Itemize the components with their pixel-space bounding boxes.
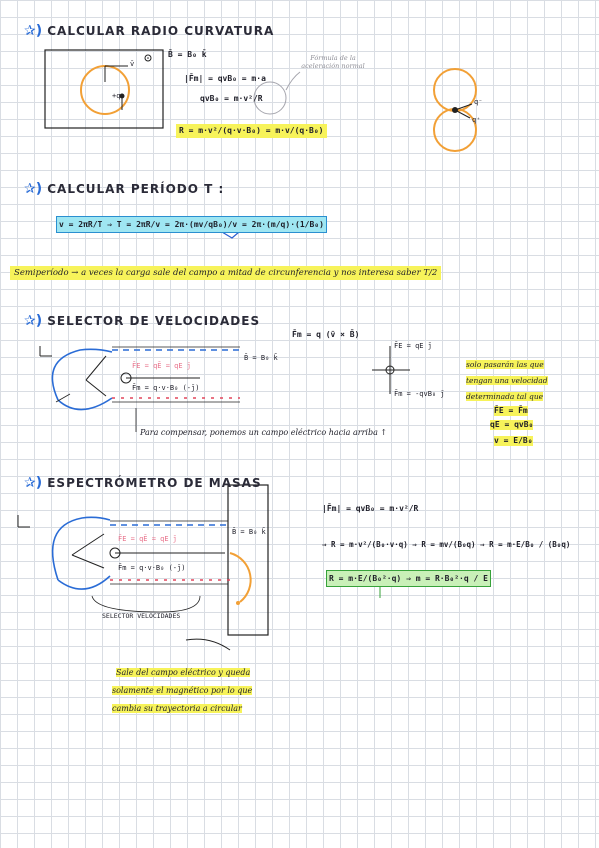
selector-note-1: solo pasarán las que (466, 360, 544, 369)
section-title: CALCULAR PERÍODO T : (47, 182, 225, 196)
star-icon: ✰) (24, 313, 43, 329)
source-outline-bottom-2 (57, 575, 111, 590)
note-pointer (285, 71, 301, 91)
fm-label-2: F̄m = q·v·B₀ (-j̄) (118, 564, 186, 572)
note-bubble (253, 81, 287, 115)
radius-result: R = m·v²/(q·v·B₀) = m·v/(q·B₀) (176, 124, 327, 138)
compensate-note: Para compensar, ponemos un campo eléctri… (140, 428, 388, 437)
section-title: SELECTOR DE VELOCIDADES (47, 314, 261, 328)
star-icon: ✰) (24, 23, 43, 39)
source-outline-top-2 (51, 516, 111, 581)
field-box-1 (44, 49, 164, 129)
semiperiod-note: Semiperíodo → a veces la carga sale del … (10, 266, 442, 280)
section-header-radius: ✰) CALCULAR RADIO CURVATURA (24, 20, 274, 39)
b-field-label-3: B̄ = B₀ k̄ (232, 528, 266, 536)
exit-note-1: Sale del campo eléctrico y queda (116, 668, 251, 677)
selector-label: SELECTOR VELOCIDADES (102, 612, 181, 620)
centripetal-eq: qvB₀ = m·v²/R (200, 94, 263, 103)
impact-mark (236, 601, 240, 605)
selector-note-2: tengan una velocidad (466, 376, 548, 385)
selector-note-6: v = E/B₀ (494, 436, 533, 446)
selector-note-3: determinada tal que (466, 392, 544, 401)
star-icon: ✰) (24, 181, 43, 197)
source-beam-2 (71, 533, 105, 569)
charge-origin (385, 365, 395, 375)
section-header-selector: ✰) SELECTOR DE VELOCIDADES (24, 310, 260, 329)
section-title: CALCULAR RADIO CURVATURA (47, 24, 275, 38)
velocity-label: v̄ (130, 60, 135, 68)
exit-note-2: solamente el magnético por lo que (112, 686, 253, 695)
magnetic-force-eq-2: |F̄m| = qvB₀ = m·v²/R (322, 504, 419, 513)
positive-charge-label: q⁺ (472, 116, 481, 124)
exit-arrow (185, 638, 231, 651)
source-outline-bottom (57, 397, 113, 411)
section-header-spectrometer: ✰) ESPECTRÓMETRO DE MASAS (24, 472, 262, 491)
selector-brace (91, 595, 201, 613)
magnetic-chamber (227, 484, 269, 636)
magnetic-force-label: F̄m = -qvB₀ j̄ (394, 390, 445, 398)
battery-icon (55, 393, 71, 403)
semicircle-path (229, 552, 252, 603)
star-icon: ✰) (24, 475, 43, 491)
exit-note-3: cambia su trayectoria a circular (112, 704, 242, 713)
fm-label: F̄m = q·v·B₀ (-j̄) (132, 384, 200, 392)
selector-note-5: qE = qvB₀ (490, 420, 534, 430)
aceleracion-note: Fórmula de la aceleración normal (301, 54, 365, 70)
mass-result-row: R = m·E/(B₀²·q) ⇒ m = R·B₀²·q / E (326, 570, 491, 587)
section-title: ESPECTRÓMETRO DE MASAS (47, 476, 262, 490)
selector-note-4: F̄E = F̄m (494, 406, 528, 416)
period-eq-text: v = 2πR/T ⇒ T = 2πR/v = 2π·(mv/qB₀)/v = … (56, 216, 327, 233)
fe-label: F̄E = qĒ = qE j̄ (132, 362, 192, 370)
mass-result: R = m·E/(B₀²·q) ⇒ m = R·B₀²·q / E (326, 570, 491, 587)
orbit-positive (433, 108, 477, 152)
b-field-label-2: B̄ = B₀ k̄ (244, 354, 278, 362)
lorentz-force-eq: F̄m = q (v̄ × B̄) (292, 330, 360, 339)
source-beam (85, 355, 107, 397)
charge-label: +q (112, 92, 121, 100)
period-equation: v = 2πR/T ⇒ T = 2πR/v = 2π·(mv/qB₀)/v = … (56, 216, 327, 233)
b-field-label: B̄ = B₀ k̄ (168, 50, 207, 59)
arrow-qplus (454, 109, 471, 119)
negative-charge-label: q⁻ (474, 98, 483, 106)
magnetic-force-eq: |F̄m| = qvB₀ = m·a (184, 74, 266, 83)
source-outline-top (51, 348, 113, 401)
section-header-period: ✰) CALCULAR PERÍODO T : (24, 178, 224, 197)
arrow-qminus (454, 103, 473, 111)
radius-derivation: ⇒ R = m·v²/(B₀·v·q) ⇒ R = mv/(B₀q) ⇒ R =… (322, 540, 571, 549)
electric-force-label: F̄E = qE j̄ (394, 342, 432, 350)
b-out-dot (147, 57, 149, 59)
b-out-icon (144, 54, 152, 62)
fe-label-2: F̄E = qĒ = qE j̄ (118, 535, 178, 543)
